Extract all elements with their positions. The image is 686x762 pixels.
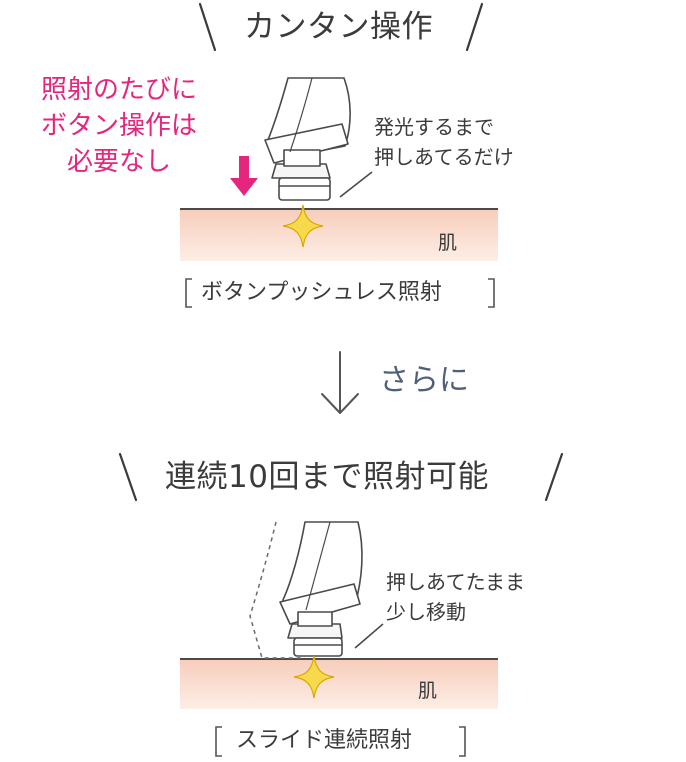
mode-label-brackets-1 — [185, 278, 495, 308]
heading1-slashes — [198, 2, 484, 52]
device-caption-2: 押しあてたまま 少し移動 — [386, 567, 525, 627]
sparkle-icon-2 — [293, 655, 335, 699]
device-illustration-2 — [279, 521, 363, 657]
device-caption-1: 発光するまで 押しあてるだけ — [374, 112, 514, 172]
skin-band-2 — [180, 659, 498, 709]
heading2-slashes — [118, 452, 564, 502]
device-illustration-1 — [264, 77, 351, 201]
mode-label-brackets-2 — [215, 726, 466, 757]
mode-label-buttonless: ボタンプッシュレス照射 — [201, 280, 442, 305]
caption-line: 少し移動 — [386, 600, 466, 624]
press-arrow-icon — [230, 156, 258, 196]
sparkle-icon-1 — [282, 204, 324, 248]
caption-line: 押しあてるだけ — [374, 145, 514, 169]
no-button-note: 照射のたびに ボタン操作は 必要なし — [14, 72, 224, 180]
caption-leader-1 — [339, 171, 373, 198]
caption-line: 発光するまで — [374, 115, 494, 139]
note-line: ボタン操作は — [40, 111, 197, 141]
skin-label-1: 肌 — [438, 232, 458, 254]
caption-leader-2 — [354, 623, 384, 649]
heading-easy-operation: カンタン操作 — [244, 9, 433, 45]
caption-line: 押しあてたまま — [386, 570, 525, 594]
note-line: 照射のたびに — [40, 75, 197, 105]
mode-label-slide: スライド連続照射 — [236, 728, 413, 753]
skin-label-2: 肌 — [418, 680, 438, 702]
down-arrow-icon — [321, 351, 359, 414]
transition-label: さらに — [379, 363, 469, 398]
heading-continuous-shots: 連続10回まで照射可能 — [165, 459, 489, 495]
skin-band-1 — [180, 209, 498, 261]
note-line: 必要なし — [66, 147, 171, 177]
